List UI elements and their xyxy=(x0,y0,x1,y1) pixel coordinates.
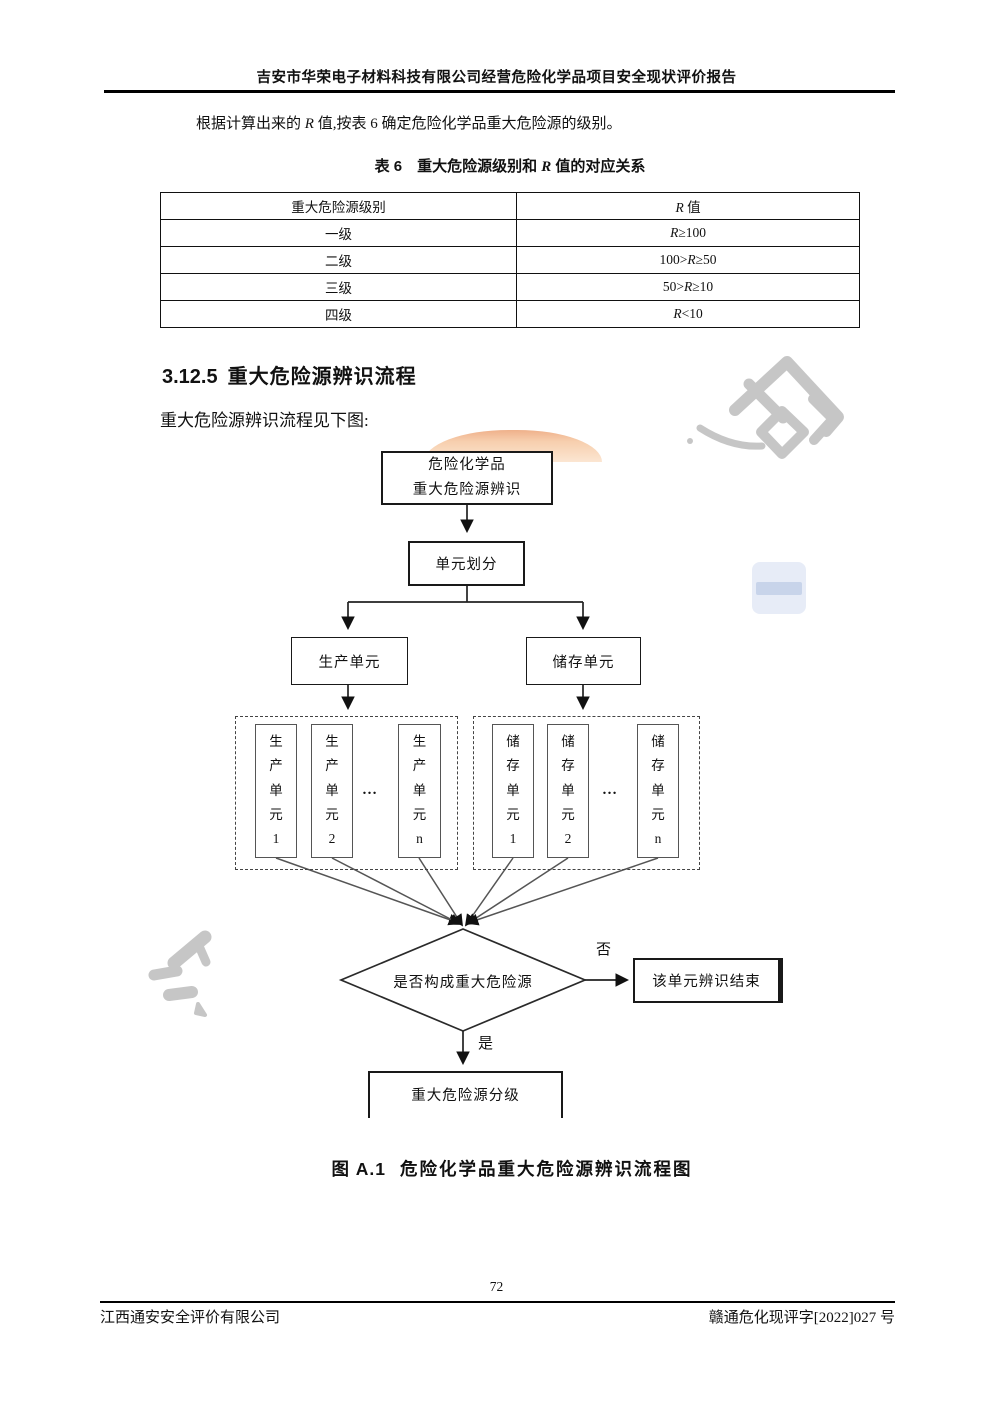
table6-col2-r: R xyxy=(675,200,684,215)
flow-start-line1: 危险化学品 xyxy=(428,457,506,474)
table6-header-row: 重大危险源级别 R 值 xyxy=(159,192,860,220)
storage-unit-n-box: 储存单元n xyxy=(637,724,679,858)
value-post: <10 xyxy=(681,306,703,321)
production-unit-n-box: 生产单元n xyxy=(398,724,441,858)
value-post: ≥100 xyxy=(678,225,706,240)
intro-pre: 根据计算出来的 xyxy=(196,116,305,132)
value-pre: 100> xyxy=(659,252,688,267)
value-r: R xyxy=(673,306,682,321)
value-r: R xyxy=(687,252,696,267)
production-unit-2-box: 生产单元2 xyxy=(311,724,353,858)
footer-company: 江西通安安全评价有限公司 xyxy=(100,1310,281,1326)
storage-unit-2-box: 储存单元2 xyxy=(547,724,589,858)
production-unit-1-label: 生产单元1 xyxy=(269,734,283,847)
value-post: ≥10 xyxy=(692,279,714,294)
flow-end-box: 该单元辨识结束 xyxy=(633,958,783,1003)
table6-col1-header: 重大危险源级别 xyxy=(159,192,518,220)
figure-number: 图 A.1 xyxy=(331,1159,387,1179)
section-lead: 重大危险源辨识流程见下图: xyxy=(160,411,369,430)
flow-storage-box: 储存单元 xyxy=(526,637,641,685)
section-number: 3.12.5 xyxy=(162,366,218,388)
table6-title: 表 6 重大危险源级别和 R 值的对应关系 xyxy=(160,155,860,176)
value-cell: 100>R≥50 xyxy=(516,246,860,274)
page-header-title: 吉安市华荣电子材料科技有限公司经营危险化学品项目安全现状评价报告 xyxy=(256,70,737,86)
value-cell: 50>R≥10 xyxy=(516,273,860,301)
figure-caption: 图 A.1 危险化学品重大危险源辨识流程图 xyxy=(197,1156,827,1181)
no-branch-label: 否 xyxy=(596,942,612,958)
blue-stamp-watermark xyxy=(752,562,806,614)
header-rule xyxy=(104,90,895,93)
value-post: ≥50 xyxy=(695,252,717,267)
flow-production-box: 生产单元 xyxy=(291,637,408,685)
flow-start-box: 危险化学品 重大危险源辨识 xyxy=(381,451,553,505)
page-number: 72 xyxy=(489,1279,504,1294)
table-row: 三级 50>R≥10 xyxy=(159,273,860,301)
value-cell: R<10 xyxy=(516,300,860,328)
table6-title-pre: 表 6 重大危险源级别和 xyxy=(374,158,542,175)
yes-branch-label: 是 xyxy=(478,1036,494,1052)
intro-post: 值,按表 6 确定危险化学品重大危险源的级别。 xyxy=(313,116,622,132)
blue-stamp-band xyxy=(756,582,802,595)
table6-title-post: 值的对应关系 xyxy=(551,158,646,175)
production-unit-2-label: 生产单元2 xyxy=(325,734,339,847)
value-cell: R≥100 xyxy=(516,219,860,247)
footer-rule xyxy=(100,1301,895,1303)
production-units-ellipsis: … xyxy=(362,782,378,798)
storage-unit-2-label: 储存单元2 xyxy=(561,734,575,847)
production-unit-1-box: 生产单元1 xyxy=(255,724,297,858)
intro-r-symbol: R xyxy=(304,116,314,132)
storage-unit-1-box: 储存单元1 xyxy=(492,724,534,858)
flow-start-line2: 重大危险源辨识 xyxy=(412,482,522,498)
table-row: 二级 100>R≥50 xyxy=(159,246,860,274)
storage-unit-1-label: 储存单元1 xyxy=(506,734,520,847)
level-cell: 四级 xyxy=(159,300,518,328)
decision-label: 是否构成重大危险源 xyxy=(393,975,533,991)
section-title: 重大危险源辨识流程 xyxy=(227,366,417,388)
level-cell: 一级 xyxy=(159,219,518,247)
flow-grading-box: 重大危险源分级 xyxy=(368,1071,563,1118)
storage-units-ellipsis: … xyxy=(602,782,618,798)
section-heading: 3.12.5 重大危险源辨识流程 xyxy=(162,360,417,389)
value-pre: 50> xyxy=(662,279,685,294)
intro-paragraph: 根据计算出来的 R 值,按表 6 确定危险化学品重大危险源的级别。 xyxy=(196,112,836,133)
table6: 重大危险源级别 R 值 一级 R≥100 二级 100>R≥50 三级 50>R… xyxy=(159,192,860,328)
table6-col2-header: R 值 xyxy=(516,192,860,220)
table6-col2-label: 值 xyxy=(683,200,701,215)
level-cell: 三级 xyxy=(159,273,518,301)
table-row: 四级 R<10 xyxy=(159,300,860,328)
storage-unit-n-label: 储存单元n xyxy=(651,734,665,847)
level-cell: 二级 xyxy=(159,246,518,274)
figure-caption-text: 危险化学品重大危险源辨识流程图 xyxy=(400,1159,693,1179)
footer-doc-number: 赣通危化现评字[2022]027 号 xyxy=(708,1310,895,1326)
value-r: R xyxy=(684,279,693,294)
production-unit-n-label: 生产单元n xyxy=(412,734,427,847)
table-row: 一级 R≥100 xyxy=(159,219,860,247)
table6-title-r: R xyxy=(541,159,552,175)
flow-unit-division-box: 单元划分 xyxy=(408,541,525,586)
value-r: R xyxy=(670,225,679,240)
